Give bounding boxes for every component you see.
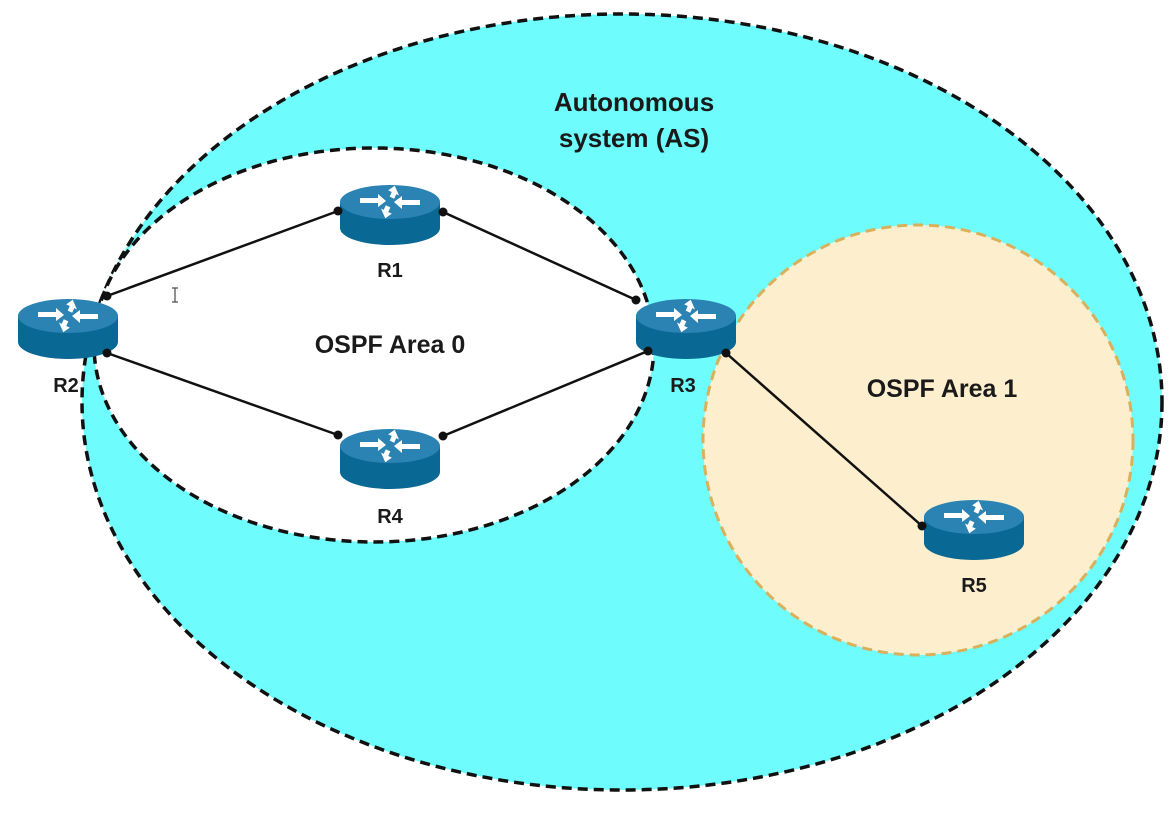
endpoint-dot: [438, 207, 448, 217]
as-label-line-2: system (AS): [559, 123, 709, 153]
endpoint-dot: [333, 430, 343, 440]
ospf-area-1-region: [701, 223, 1135, 657]
router-label-r4: R4: [377, 506, 403, 528]
endpoint-dot: [438, 431, 448, 441]
router-r5[interactable]: [924, 499, 1024, 560]
router-label-r3: R3: [670, 375, 696, 397]
endpoint-dot: [102, 348, 112, 358]
link-r4-r3: [442, 349, 649, 438]
ospf-area-1-label: OSPF Area 1: [867, 375, 1018, 403]
link-r2-r4: [106, 351, 339, 437]
router-label-r1: R1: [377, 260, 403, 282]
router-icon: [924, 499, 1024, 560]
router-r4[interactable]: [340, 428, 440, 489]
link-r3-r5: [725, 352, 923, 527]
endpoint-dot: [102, 291, 112, 301]
as-label-line-1: Autonomous: [554, 87, 714, 117]
router-r2[interactable]: [18, 298, 118, 359]
text-cursor-icon: [172, 287, 178, 303]
link-r1-r3: [442, 210, 637, 302]
endpoint-dot: [333, 206, 343, 216]
endpoint-dot: [631, 295, 641, 305]
router-icon: [340, 428, 440, 489]
endpoint-dot: [721, 348, 731, 358]
router-label-r5: R5: [961, 575, 987, 597]
link-r2-r1: [106, 209, 339, 298]
endpoint-dot: [917, 521, 927, 531]
ospf-area-0-label: OSPF Area 0: [315, 331, 466, 359]
links-group: [106, 209, 923, 527]
link-endpoints: [102, 206, 927, 531]
router-icon: [18, 298, 118, 359]
router-icon: [340, 184, 440, 245]
router-r1[interactable]: [340, 184, 440, 245]
router-label-r2: R2: [53, 375, 79, 397]
endpoint-dot: [643, 346, 653, 356]
